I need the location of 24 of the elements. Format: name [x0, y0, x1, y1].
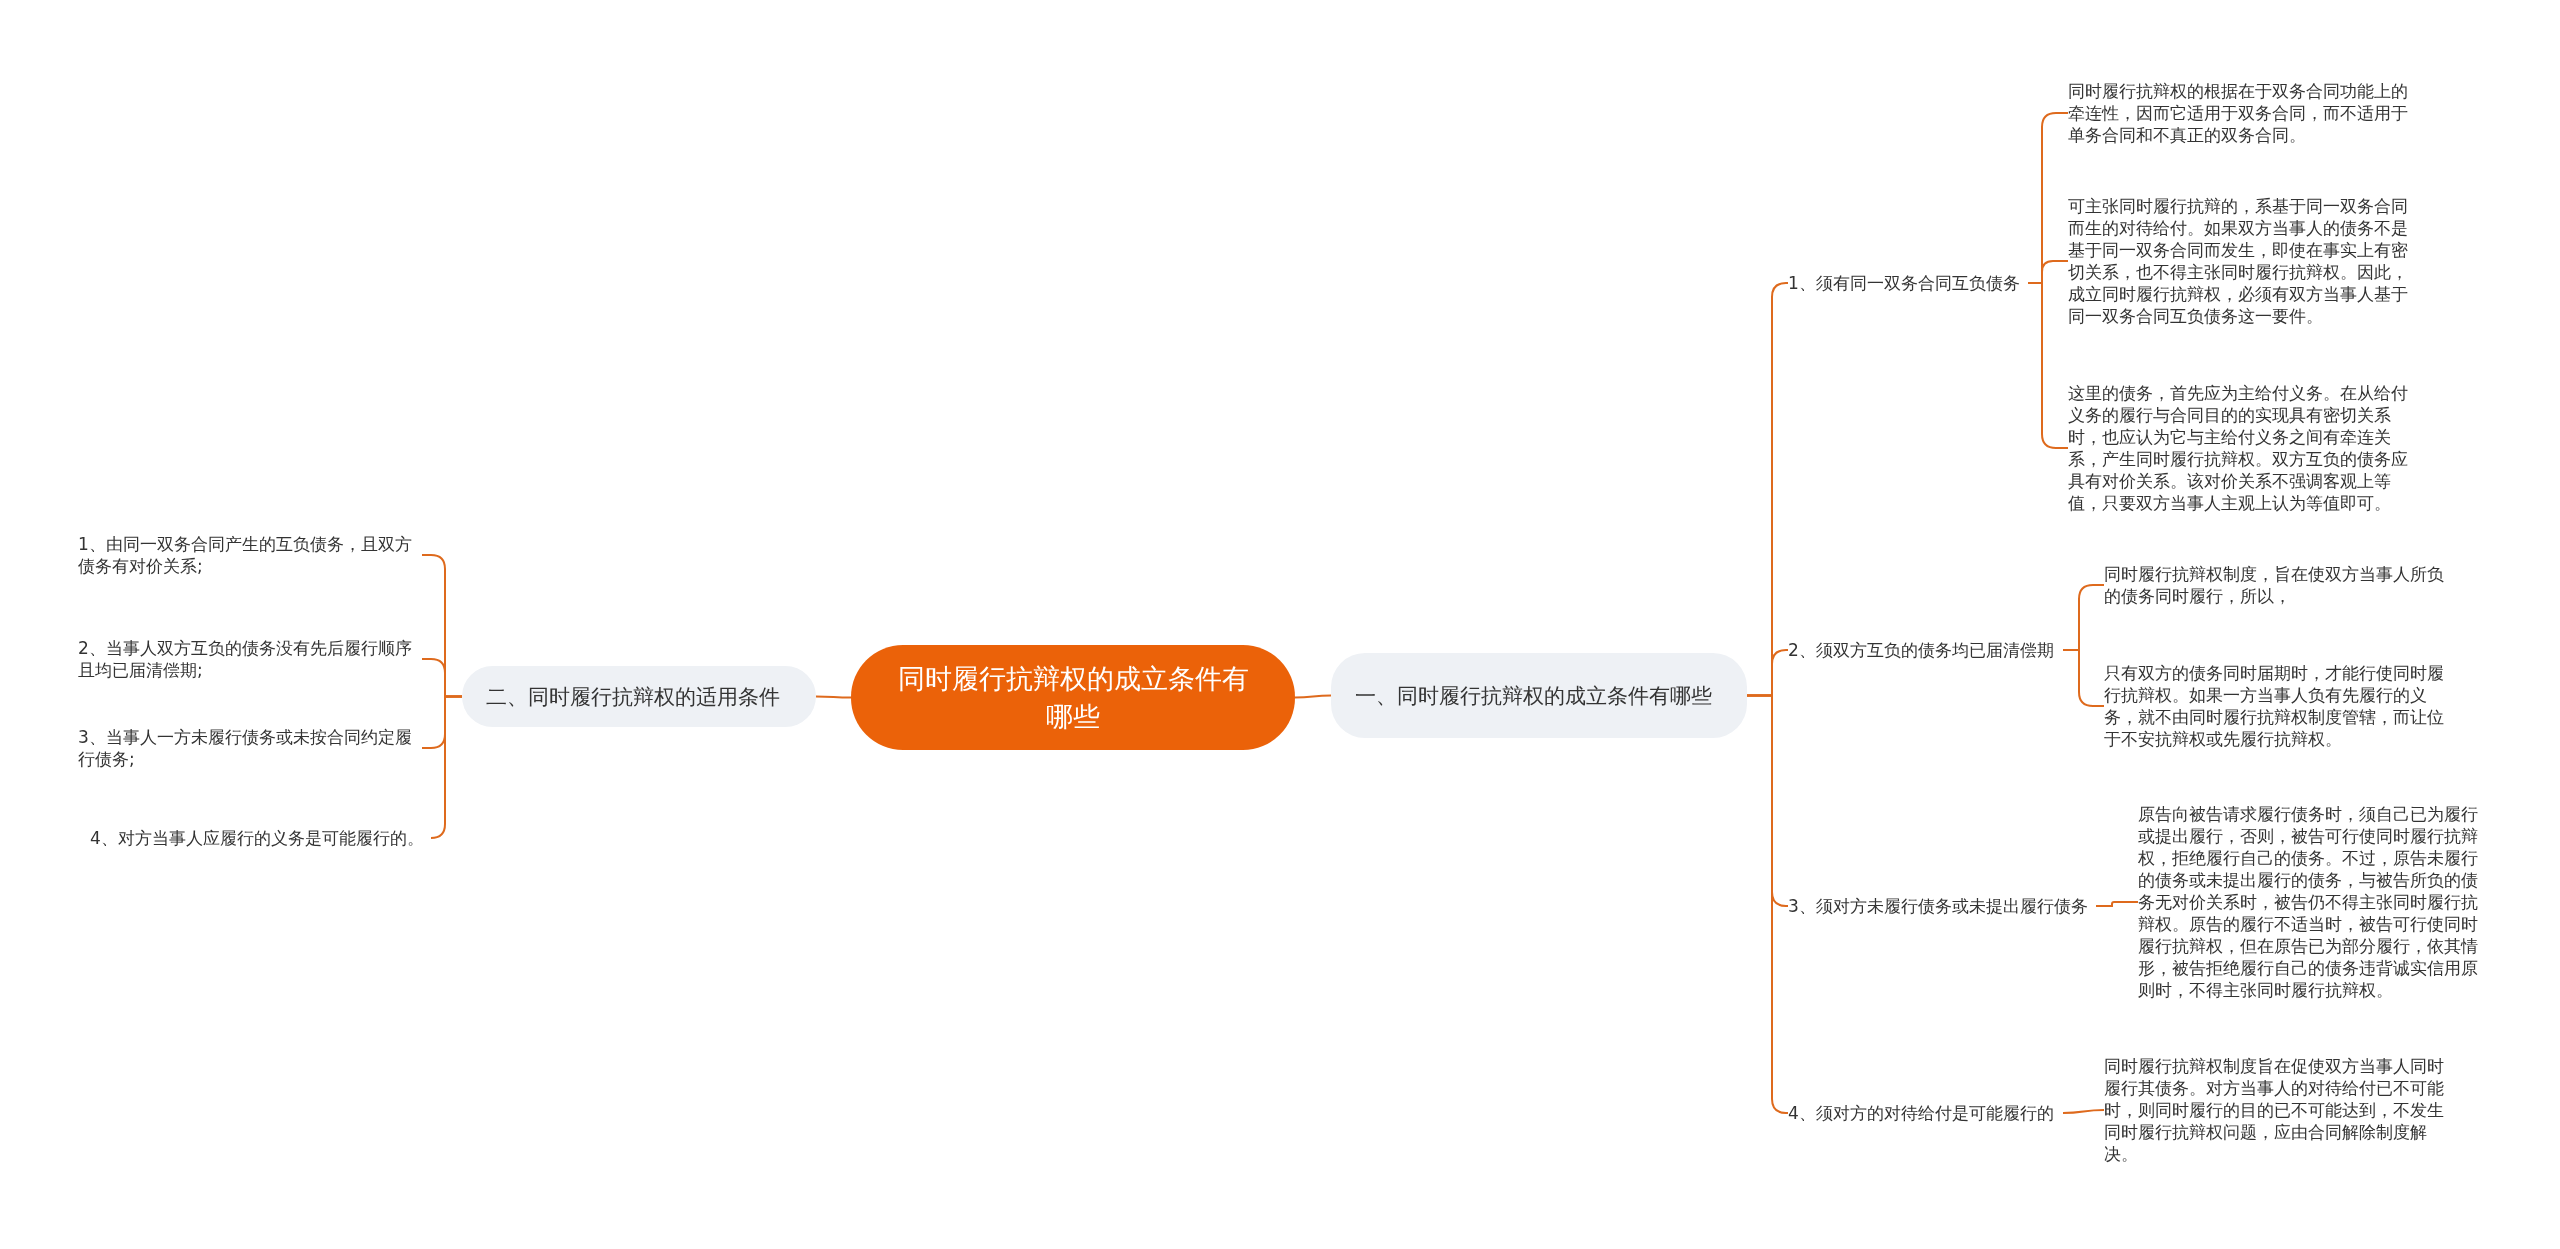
detail-text: 这里的债务，首先应为主给付义务。在从给付义务的履行与合同目的的实现具有密切关系时，也应认为它与主给付义务之间有牵连关系，产生同时履行抗辩权。双方互负的债务应具有对价关系。该对价关系不强调客观上等值，只要双方当事人主观上认为等值即可。	[2068, 382, 2420, 514]
connector-line	[815, 695, 852, 699]
detail-text: 4、对方当事人应履行的义务是可能履行的。	[90, 827, 434, 849]
detail-text: 可主张同时履行抗辩的，系基于同一双务合同而生的对待给付。如果双方当事人的债务不是基于同一双务合同而发生，即使在事实上有密切关系，也不得主张同时履行抗辩权。因此，成立同时履行抗辩权，必须有双方当事人基于同一双务合同互负债务这一要件。	[2068, 195, 2420, 327]
connector-line	[430, 695, 463, 839]
detail-text: 2、当事人双方互负的债务没有先后履行顺序且均已届清偿期;	[78, 637, 422, 681]
detail-text: 原告向被告请求履行债务时，须自己已为履行或提出履行，否则，被告可行使同时履行抗辩权，拒绝履行自己的债务。不过，原告未履行的债务或未提出履行的债务，与被告所负的债务无对价关系时，被告仍不得主张同时履行抗辩权。原告的履行不适当时，被告可行使同时履行抗辩权，但在原告已为部分履行，依其情形，被告拒绝履行自己的债务违背诚实信用原则时，不得主张同时履行抗辩权。	[2138, 803, 2490, 1001]
branch-topic: 二、同时履行抗辩权的适用条件	[462, 666, 816, 727]
subtopic-text: 4、须对方的对待给付是可能履行的	[1788, 1101, 2063, 1125]
connector-line	[2095, 901, 2139, 907]
subtopic-text: 3、须对方未履行债务或未提出履行债务	[1788, 894, 2096, 918]
subtopic-text: 1、须有同一双务合同互负债务	[1788, 271, 2028, 295]
connector-line	[1294, 694, 1332, 699]
detail-text: 1、由同一双务合同产生的互负债务，且双方债务有对价关系;	[78, 533, 422, 577]
subtopic-text: 2、须双方互负的债务均已届清偿期	[1788, 638, 2063, 662]
connector-line	[1746, 694, 1789, 1114]
detail-text: 同时履行抗辩权的根据在于双务合同功能上的牵连性，因而它适用于双务合同，而不适用于单务合同和不真正的双务合同。	[2068, 80, 2420, 146]
detail-text: 只有双方的债务同时届期时，才能行使同时履行抗辩权。如果一方当事人负有先履行的义务，就不由同时履行抗辩权制度管辖，而让位于不安抗辩权或先履行抗辩权。	[2104, 662, 2456, 750]
central-topic: 同时履行抗辩权的成立条件有哪些	[851, 645, 1295, 750]
detail-text: 同时履行抗辩权制度旨在促使双方当事人同时履行其债务。对方当事人的对待给付已不可能时，则同时履行的目的已不可能达到，不发生同时履行抗辩权问题，应由合同解除制度解决。	[2104, 1055, 2456, 1165]
branch-topic: 一、同时履行抗辩权的成立条件有哪些	[1331, 653, 1747, 738]
detail-text: 3、当事人一方未履行债务或未按合同约定履行债务;	[78, 726, 422, 770]
connector-line	[2062, 1109, 2105, 1114]
detail-text: 同时履行抗辩权制度，旨在使双方当事人所负的债务同时履行，所以，	[2104, 563, 2456, 607]
